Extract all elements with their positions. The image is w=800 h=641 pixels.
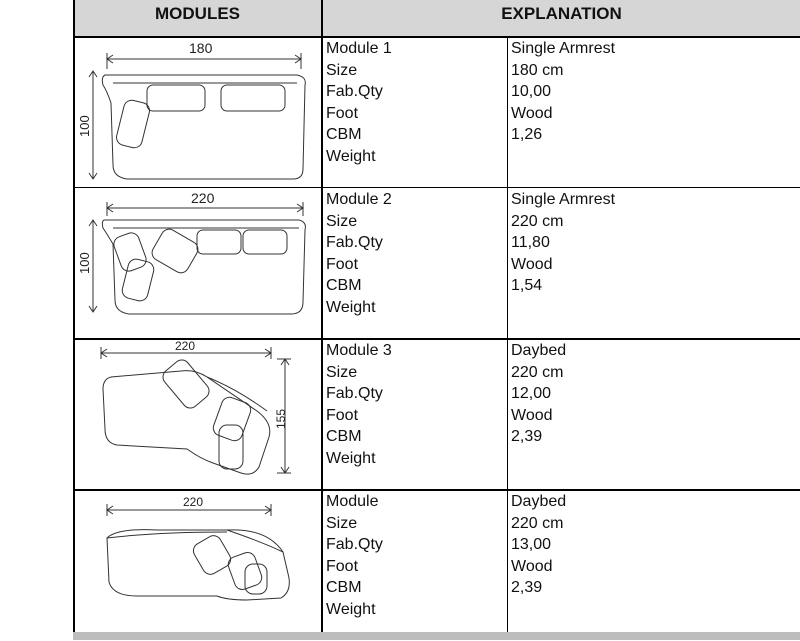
- spec-label: Fab.Qty: [326, 536, 383, 553]
- header-explanation: EXPLANATION: [323, 0, 800, 36]
- spec-value: Single Armrest: [511, 191, 616, 208]
- spec-label: CBM: [326, 277, 362, 294]
- spec-label: Size: [326, 514, 358, 532]
- module-2-labels: Module 2 Size Fab.Qty Foot CBM Weight: [326, 189, 392, 318]
- module-3-values: Daybed 220 cm 12,00 Wood 2,39: [511, 340, 566, 469]
- spec-label: Weight: [326, 147, 376, 165]
- spec-value: Wood: [511, 104, 553, 122]
- module-2-drawing: 220 100: [77, 190, 319, 334]
- row-divider-3: [73, 489, 800, 491]
- spec-value: Wood: [511, 255, 553, 273]
- spec-label: CBM: [326, 579, 362, 596]
- spec-label: Foot: [326, 104, 359, 122]
- module-spec-table: MODULES EXPLANATION 180 100 Module 1 Siz…: [73, 0, 800, 640]
- module-4-values: Daybed 220 cm 13,00 Wood 2,39: [511, 491, 566, 620]
- module-3-height-label: 155: [274, 409, 288, 429]
- spec-value: 220 cm: [511, 514, 564, 532]
- spec-value: 11,80: [511, 234, 550, 251]
- spec-value: 180 cm: [511, 61, 564, 79]
- header-divider: [73, 36, 800, 38]
- table-footer-band: [73, 632, 800, 640]
- spec-value: [511, 146, 615, 168]
- spec-label: Size: [326, 212, 358, 230]
- spec-label: Weight: [326, 600, 376, 618]
- spec-label: Module 1: [326, 40, 392, 57]
- module-4-width-label: 220: [183, 495, 203, 509]
- spec-value: 1,54: [511, 277, 543, 294]
- spec-value: [511, 599, 566, 621]
- module-1-height-label: 100: [77, 115, 92, 137]
- module-1-labels: Module 1 Size Fab.Qty Foot CBM Weight: [326, 38, 392, 167]
- module-4-labels: Module Size Fab.Qty Foot CBM Weight: [326, 491, 383, 620]
- spec-label: Fab.Qty: [326, 234, 383, 251]
- spec-value: 13,00: [511, 536, 552, 553]
- spec-label: Size: [326, 61, 358, 79]
- spec-value: 1,26: [511, 126, 543, 143]
- spec-value: Wood: [511, 406, 553, 424]
- spec-label: Size: [326, 363, 358, 381]
- spec-label: Fab.Qty: [326, 83, 383, 100]
- spec-value: Daybed: [511, 342, 567, 359]
- module-2-height-label: 100: [77, 252, 92, 274]
- spec-value: Daybed: [511, 493, 567, 510]
- spec-label: Module 3: [326, 342, 392, 359]
- spec-label: Module: [326, 493, 379, 510]
- column-divider-main: [321, 0, 323, 640]
- module-2-values: Single Armrest 220 cm 11,80 Wood 1,54: [511, 189, 615, 318]
- module-3-width-label: 220: [175, 341, 195, 353]
- header-modules: MODULES: [73, 0, 322, 36]
- module-4-drawing: 220: [77, 492, 319, 636]
- spec-value: 2,39: [511, 428, 543, 445]
- spec-label: Foot: [326, 255, 359, 273]
- spec-label: Weight: [326, 449, 376, 467]
- row-divider-2: [73, 338, 800, 340]
- table-border-left: [73, 0, 75, 640]
- module-1-width-label: 180: [189, 40, 213, 56]
- spec-label: Fab.Qty: [326, 385, 383, 402]
- spec-value: Single Armrest: [511, 40, 616, 57]
- spec-label: CBM: [326, 428, 362, 445]
- column-divider-values: [507, 36, 508, 632]
- spec-label: Module 2: [326, 191, 392, 208]
- module-1-drawing: 180 100: [77, 39, 319, 183]
- row-divider-1: [73, 187, 800, 188]
- spec-label: CBM: [326, 126, 362, 143]
- spec-value: [511, 297, 615, 319]
- spec-value: 2,39: [511, 579, 543, 596]
- spec-value: Wood: [511, 557, 553, 575]
- spec-label: Foot: [326, 557, 359, 575]
- spec-label: Foot: [326, 406, 359, 424]
- module-3-drawing: 220 155: [77, 341, 319, 485]
- module-3-labels: Module 3 Size Fab.Qty Foot CBM Weight: [326, 340, 392, 469]
- spec-value: 220 cm: [511, 363, 564, 381]
- spec-value: 10,00: [511, 83, 552, 100]
- module-2-width-label: 220: [191, 190, 215, 206]
- spec-value: 12,00: [511, 385, 552, 402]
- module-1-values: Single Armrest 180 cm 10,00 Wood 1,26: [511, 38, 615, 167]
- spec-value: [511, 448, 566, 470]
- spec-label: Weight: [326, 298, 376, 316]
- spec-value: 220 cm: [511, 212, 564, 230]
